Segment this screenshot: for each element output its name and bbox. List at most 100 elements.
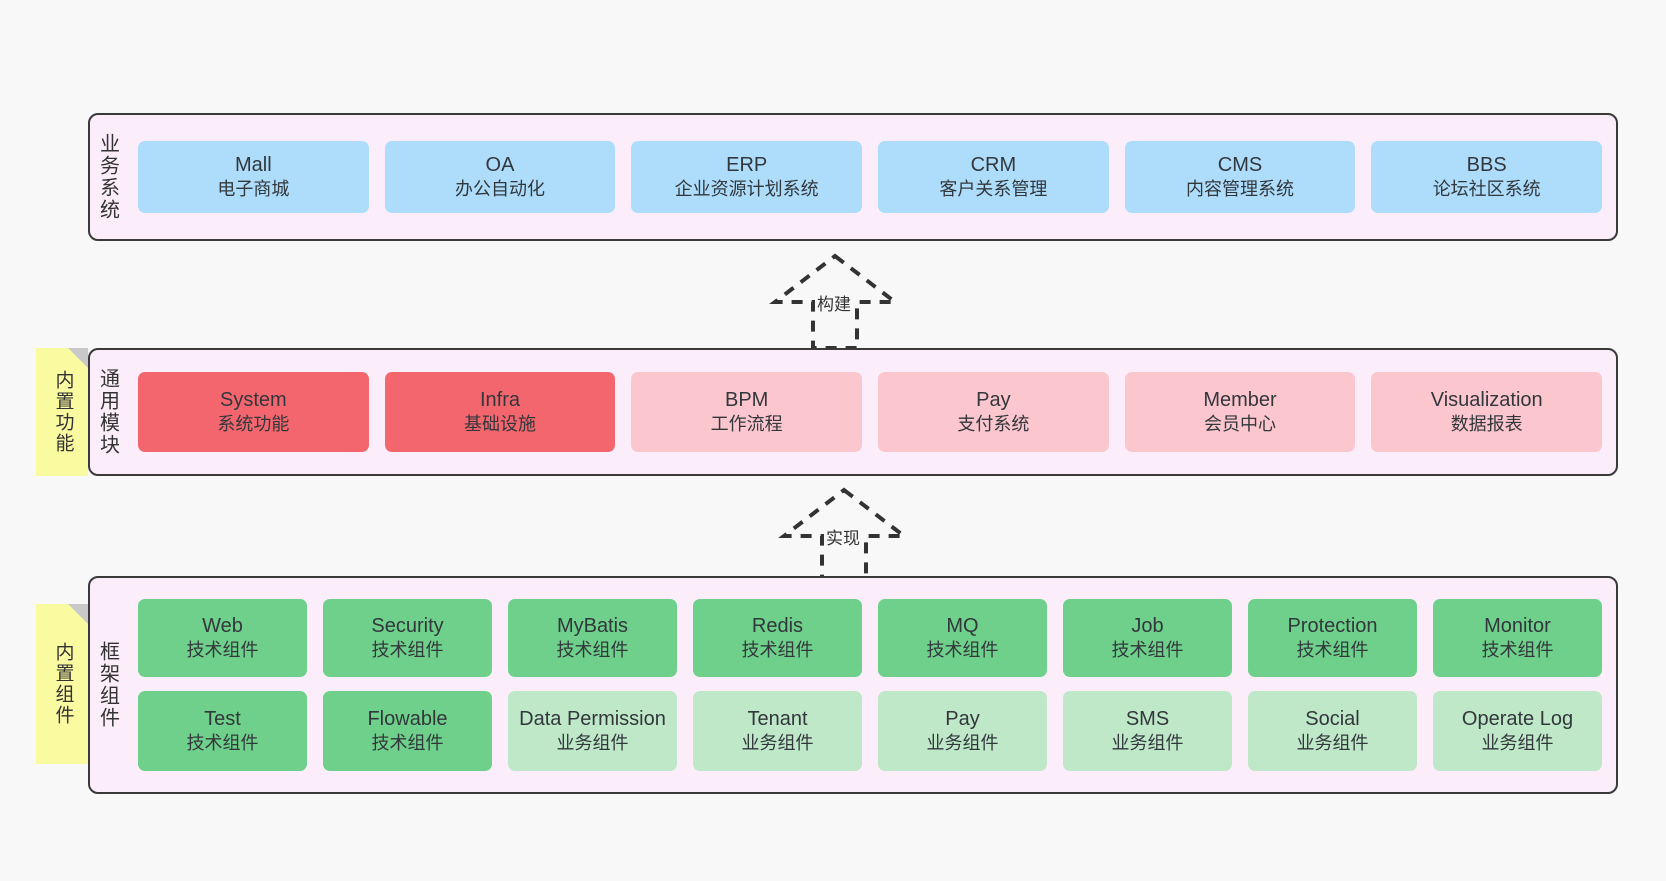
- card-bpm[interactable]: BPM 工作流程: [631, 372, 863, 452]
- card-title-en: MyBatis: [556, 614, 629, 637]
- card-test[interactable]: Test 技术组件: [138, 691, 307, 771]
- card-cms[interactable]: CMS 内容管理系统: [1124, 141, 1356, 213]
- card-title-cn: 技术组件: [1481, 640, 1554, 661]
- card-title-en: Pay: [976, 388, 1011, 411]
- layer-framework-component-title: 框架组件: [96, 641, 119, 729]
- card-title-en: Redis: [751, 614, 804, 637]
- card-title-en: Visualization: [1430, 388, 1543, 411]
- card-pay[interactable]: Pay 支付系统: [878, 372, 1109, 452]
- card-title-cn: 电子商城: [217, 179, 290, 200]
- layer-common-module: 通用模块 System 系统功能 Infra 基础设施 BPM 工作流程: [88, 348, 1618, 476]
- card-title-en: Data Permission: [519, 707, 666, 730]
- card-title-cn: 客户关系管理: [939, 179, 1048, 200]
- card-title-en: Mall: [235, 153, 272, 176]
- card-title-cn: 支付系统: [957, 414, 1030, 435]
- card-job[interactable]: Job 技术组件: [1063, 599, 1232, 677]
- card-oa[interactable]: OA 办公自动化: [384, 141, 616, 213]
- card-crm[interactable]: CRM 客户关系管理: [878, 141, 1109, 213]
- card-title-en: OA: [485, 153, 515, 176]
- card-security[interactable]: Security 技术组件: [323, 599, 492, 677]
- card-title-en: CMS: [1217, 153, 1263, 176]
- connector-build-label: 构建: [817, 295, 851, 314]
- card-pay-business[interactable]: Pay 业务组件: [878, 691, 1047, 771]
- card-title-cn: 技术组件: [556, 640, 629, 661]
- card-title-cn: 企业资源计划系统: [674, 179, 819, 200]
- note-builtin-features-label: 内置功能: [52, 370, 74, 454]
- card-title-cn: 业务组件: [741, 733, 814, 754]
- card-title-cn: 系统功能: [217, 414, 290, 435]
- card-title-en: Web: [202, 614, 243, 637]
- connector-implement: 实现: [760, 484, 940, 584]
- card-infra[interactable]: Infra 基础设施: [384, 372, 616, 452]
- card-row: System 系统功能 Infra 基础设施 BPM 工作流程 Pay 支付系统: [138, 372, 1603, 452]
- connector-build: 构建: [745, 250, 925, 350]
- card-title-cn: 业务组件: [1481, 733, 1554, 754]
- card-title-cn: 技术组件: [1111, 640, 1184, 661]
- card-row: Test 技术组件 Flowable 技术组件 Data Permission …: [138, 691, 1602, 771]
- card-operate-log[interactable]: Operate Log 业务组件: [1433, 691, 1602, 771]
- card-title-en: System: [219, 388, 287, 411]
- card-title-en: Infra: [479, 388, 521, 411]
- card-data-permission[interactable]: Data Permission 业务组件: [508, 691, 677, 771]
- card-flowable[interactable]: Flowable 技术组件: [323, 691, 492, 771]
- card-title-cn: 基础设施: [464, 414, 536, 435]
- card-title-cn: 数据报表: [1450, 414, 1523, 435]
- card-title-cn: 会员中心: [1204, 414, 1277, 435]
- card-web[interactable]: Web 技术组件: [138, 599, 307, 677]
- card-mall[interactable]: Mall 电子商城: [138, 141, 369, 213]
- card-title-cn: 内容管理系统: [1186, 179, 1295, 200]
- card-title-cn: 工作流程: [710, 414, 783, 435]
- card-mq[interactable]: MQ 技术组件: [878, 599, 1047, 677]
- card-title-en: Tenant: [747, 707, 808, 730]
- card-title-en: Security: [371, 614, 444, 637]
- card-protection[interactable]: Protection 技术组件: [1248, 599, 1417, 677]
- card-social[interactable]: Social 业务组件: [1248, 691, 1417, 771]
- card-title-en: Member: [1203, 388, 1277, 411]
- card-row: Mall 电子商城 OA 办公自动化 ERP 企业资源计划系统 CRM 客户关系…: [138, 141, 1603, 213]
- layer-framework-component: 框架组件 Web 技术组件 Security 技术组件 MyBatis 技术组件: [88, 576, 1618, 794]
- card-bbs[interactable]: BBS 论坛社区系统: [1371, 141, 1603, 213]
- layer-business-system-body: Mall 电子商城 OA 办公自动化 ERP 企业资源计划系统 CRM 客户关系…: [124, 115, 1616, 239]
- card-title-en: Flowable: [367, 707, 448, 730]
- card-row: Web 技术组件 Security 技术组件 MyBatis 技术组件 Redi…: [138, 599, 1602, 677]
- card-member[interactable]: Member 会员中心: [1124, 372, 1356, 452]
- card-title-en: CRM: [970, 153, 1017, 176]
- card-system[interactable]: System 系统功能: [138, 372, 369, 452]
- card-tenant[interactable]: Tenant 业务组件: [693, 691, 862, 771]
- note-builtin-components-label: 内置组件: [52, 642, 74, 726]
- card-title-en: Pay: [945, 707, 980, 730]
- card-title-cn: 技术组件: [1296, 640, 1369, 661]
- note-fold-icon: [68, 348, 88, 368]
- card-title-cn: 技术组件: [186, 733, 259, 754]
- card-erp[interactable]: ERP 企业资源计划系统: [631, 141, 863, 213]
- card-title-en: MQ: [946, 614, 979, 637]
- card-title-en: Operate Log: [1461, 707, 1574, 730]
- layer-framework-component-body: Web 技术组件 Security 技术组件 MyBatis 技术组件 Redi…: [124, 578, 1616, 792]
- card-mybatis[interactable]: MyBatis 技术组件: [508, 599, 677, 677]
- layer-business-system-title: 业务系统: [96, 133, 119, 221]
- card-title-en: Social: [1305, 707, 1360, 730]
- card-title-cn: 技术组件: [741, 640, 814, 661]
- card-title-en: Protection: [1287, 614, 1378, 637]
- note-builtin-features: 内置功能: [36, 348, 88, 476]
- note-builtin-components: 内置组件: [36, 604, 88, 764]
- card-title-en: SMS: [1125, 707, 1170, 730]
- card-title-en: Monitor: [1484, 614, 1551, 637]
- layer-common-module-title: 通用模块: [96, 368, 119, 456]
- card-sms[interactable]: SMS 业务组件: [1063, 691, 1232, 771]
- card-title-cn: 业务组件: [1111, 733, 1184, 754]
- layer-business-system: 业务系统 Mall 电子商城 OA 办公自动化 ERP 企业资源计划系统: [88, 113, 1618, 241]
- card-title-en: Job: [1131, 614, 1164, 637]
- card-title-cn: 技术组件: [371, 640, 444, 661]
- card-visualization[interactable]: Visualization 数据报表: [1371, 372, 1603, 452]
- card-title-en: Test: [204, 707, 241, 730]
- card-title-cn: 业务组件: [1296, 733, 1369, 754]
- card-title-cn: 技术组件: [926, 640, 999, 661]
- card-title-cn: 业务组件: [556, 733, 629, 754]
- connector-implement-label: 实现: [826, 529, 860, 548]
- card-title-en: BPM: [725, 388, 769, 411]
- card-title-cn: 技术组件: [371, 733, 444, 754]
- card-redis[interactable]: Redis 技术组件: [693, 599, 862, 677]
- card-monitor[interactable]: Monitor 技术组件: [1433, 599, 1602, 677]
